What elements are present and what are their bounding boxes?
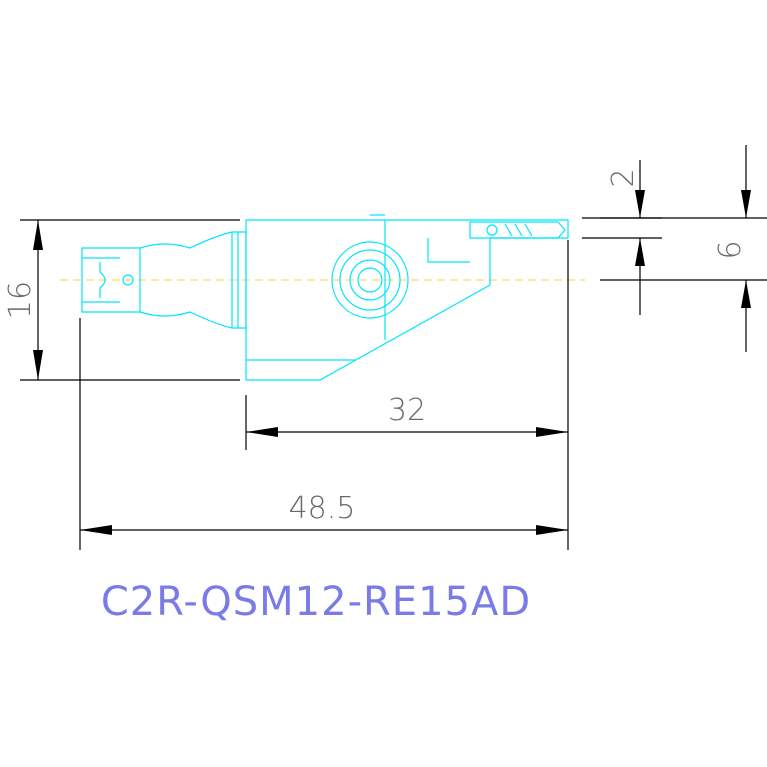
dimension-body-length — [245, 240, 569, 550]
part-code: C2R-QSM12-RE15AD — [101, 579, 531, 625]
dimension-body-length-label: 32 — [388, 393, 426, 428]
dimension-overall-length — [79, 318, 568, 550]
dimension-offset-top — [582, 160, 662, 315]
dimension-height-label: 16 — [3, 281, 38, 319]
dimension-offset-side-label: 6 — [713, 240, 748, 259]
dimension-height — [20, 219, 240, 381]
dimension-overall-length-label: 48.5 — [289, 491, 356, 526]
dimension-offset-top-label: 2 — [606, 168, 641, 187]
tool-holder-outline — [81, 214, 569, 381]
dimension-offset-side — [600, 145, 767, 352]
